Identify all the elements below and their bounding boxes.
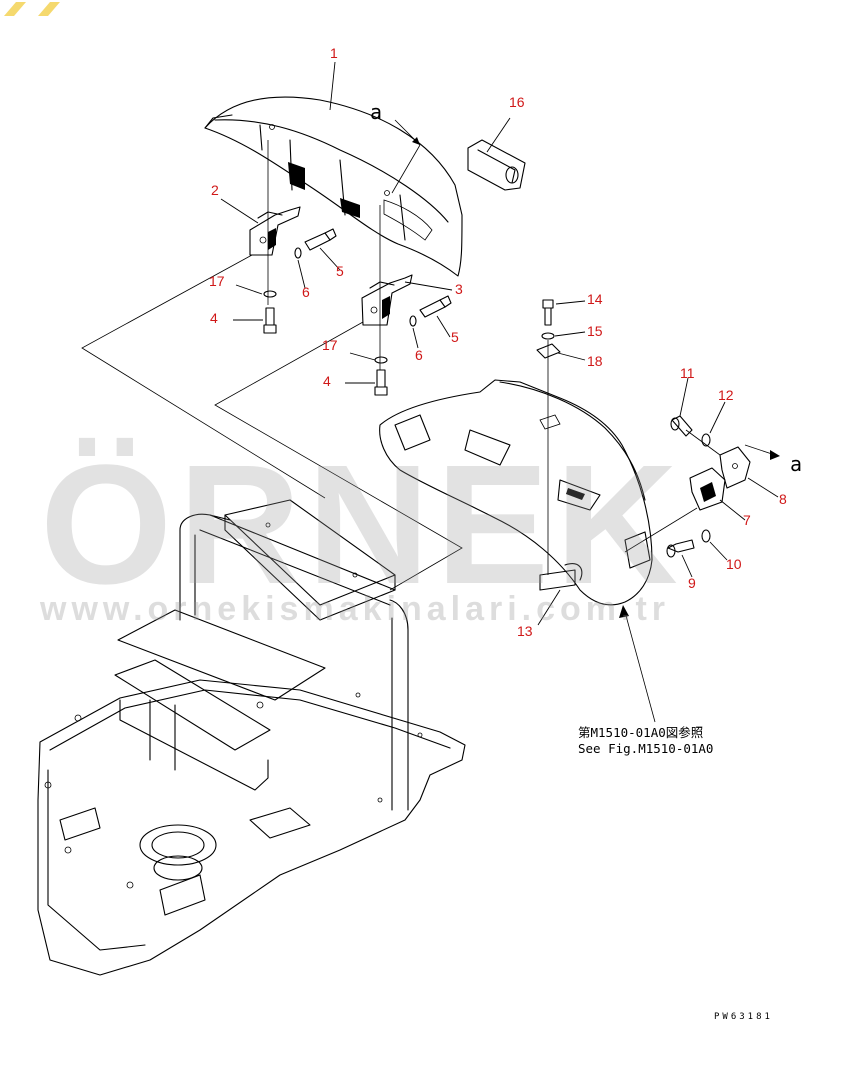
callout-14[interactable]: 14 (587, 291, 603, 307)
callout-7[interactable]: 7 (743, 512, 751, 528)
callout-9[interactable]: 9 (688, 575, 696, 591)
fasteners (263, 228, 711, 558)
part-16-latch (467, 139, 526, 191)
callout-11[interactable]: 11 (680, 365, 695, 381)
reference-note: 第M1510-01A0図参照 See Fig.M1510-01A0 (578, 725, 713, 757)
callout-8[interactable]: 8 (779, 491, 787, 507)
callout-10[interactable]: 10 (726, 556, 742, 572)
part-3-hinge (361, 274, 413, 326)
callout-15[interactable]: 15 (587, 323, 603, 339)
callout-4-lower[interactable]: 4 (323, 373, 331, 389)
callout-2[interactable]: 2 (211, 182, 219, 198)
callout-13[interactable]: 13 (517, 623, 533, 639)
assembly-lines (81, 61, 780, 723)
callout-6-lower[interactable]: 6 (415, 347, 423, 363)
callout-5-lower[interactable]: 5 (451, 329, 459, 345)
parts-7-8-brackets (689, 446, 751, 511)
reference-note-jp: 第M1510-01A0図参照 (578, 725, 704, 740)
view-marker-right: a (790, 452, 803, 476)
reference-note-en: See Fig.M1510-01A0 (578, 741, 714, 756)
callout-18[interactable]: 18 (587, 353, 603, 369)
drawing-number: PW63181 (714, 1012, 773, 1022)
callout-17-upper[interactable]: 17 (209, 273, 225, 289)
callout-16[interactable]: 16 (509, 94, 525, 110)
callout-6-upper[interactable]: 6 (302, 284, 310, 300)
part-2-hinge (249, 206, 301, 256)
part-1-cover (204, 96, 463, 277)
revolving-frame (37, 499, 466, 976)
view-marker-top: a (370, 100, 383, 124)
counterweight-body (379, 379, 653, 606)
callout-3[interactable]: 3 (455, 281, 463, 297)
callout-12[interactable]: 12 (718, 387, 734, 403)
callout-5-upper[interactable]: 5 (336, 263, 344, 279)
callout-17-lower[interactable]: 17 (322, 337, 338, 353)
callout-1[interactable]: 1 (330, 45, 338, 61)
callout-4-upper[interactable]: 4 (210, 310, 218, 326)
